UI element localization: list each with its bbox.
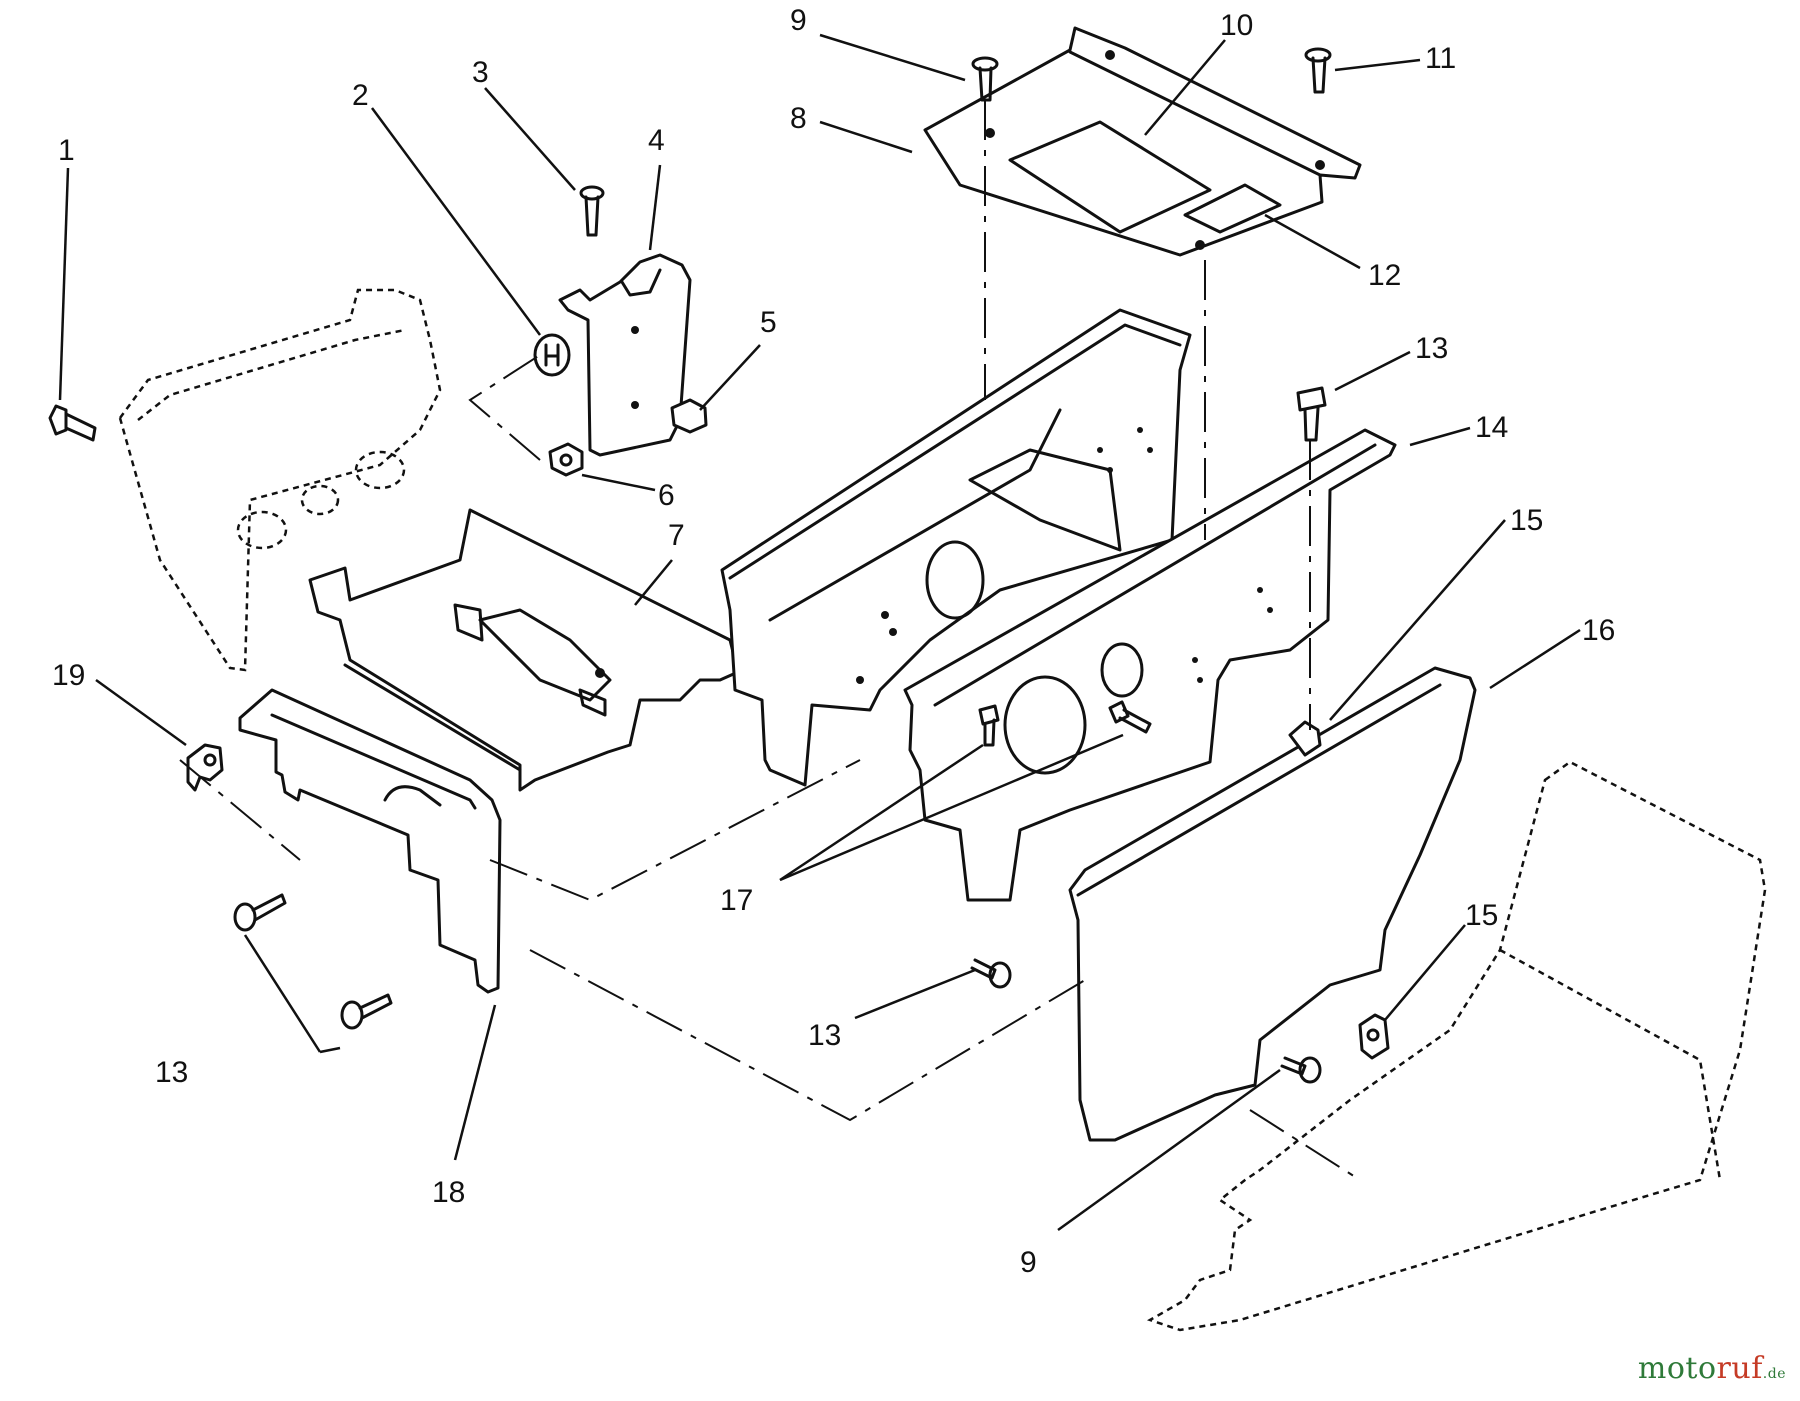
callout-9-bottom: 9 — [1020, 1246, 1037, 1279]
callout-17: 17 — [720, 884, 753, 917]
callout-4: 4 — [648, 124, 665, 157]
callout-13-front: 13 — [155, 1056, 188, 1089]
watermark-part-b: ruf — [1716, 1351, 1763, 1386]
top-cover-plate — [923, 26, 1362, 257]
callout-10: 10 — [1220, 9, 1253, 42]
side-rail — [903, 428, 1397, 902]
bolt-17-right — [1108, 700, 1152, 734]
callout-9-top: 9 — [790, 4, 807, 37]
callout-8: 8 — [790, 102, 807, 135]
bolt-13-mid — [970, 958, 1012, 989]
callout-11: 11 — [1425, 42, 1456, 75]
callout-6: 6 — [658, 479, 675, 512]
watermark-part-c: .de — [1762, 1366, 1786, 1382]
screw-3 — [579, 185, 605, 237]
callout-13-top: 13 — [1415, 332, 1448, 365]
clip-15-upper — [1288, 720, 1322, 757]
screw-9-bottom — [1280, 1056, 1322, 1084]
bolt-13-top — [1296, 386, 1327, 442]
decal-small — [1183, 183, 1282, 234]
callouts: 1 2 3 4 5 6 7 8 9 10 11 12 13 14 15 16 1… — [52, 4, 1615, 1279]
callout-5: 5 — [760, 306, 777, 339]
screw-11 — [1304, 47, 1332, 94]
washer — [533, 333, 571, 377]
phantom-panel-right — [1146, 760, 1767, 1332]
callout-15-lower: 15 — [1465, 899, 1498, 932]
lower-front-panel — [238, 688, 502, 994]
control-plate — [308, 508, 740, 792]
callout-2: 2 — [352, 79, 369, 112]
callout-12: 12 — [1368, 259, 1401, 292]
clip-15-lower — [1358, 1013, 1390, 1060]
bolt-13-front-lower — [340, 993, 393, 1030]
site-watermark: motoruf.de — [1638, 1351, 1786, 1386]
bolt-1 — [48, 404, 97, 442]
callout-7: 7 — [668, 519, 685, 552]
callout-18: 18 — [432, 1176, 465, 1209]
main-frame — [720, 308, 1192, 787]
bolt-17-left — [978, 704, 1000, 747]
bolt-13-front-upper — [233, 893, 287, 932]
lower-side-panel — [1068, 666, 1477, 1142]
clip-19 — [186, 743, 224, 792]
nut-5 — [670, 398, 708, 434]
callout-3: 3 — [472, 56, 489, 89]
callout-13-mid: 13 — [808, 1019, 841, 1052]
callout-15-upper: 15 — [1510, 504, 1543, 537]
phantom-shield-left — [118, 288, 442, 672]
callout-14: 14 — [1475, 411, 1508, 444]
nut-6 — [548, 442, 584, 477]
watermark-part-a: moto — [1637, 1351, 1717, 1386]
mounting-bracket — [558, 253, 692, 457]
decal-large — [1008, 120, 1212, 234]
callout-1: 1 — [58, 134, 75, 167]
callout-16: 16 — [1582, 614, 1615, 647]
callout-19: 19 — [52, 659, 85, 692]
leader-lines — [58, 33, 1581, 1232]
assembly-guides — [179, 100, 1361, 1181]
